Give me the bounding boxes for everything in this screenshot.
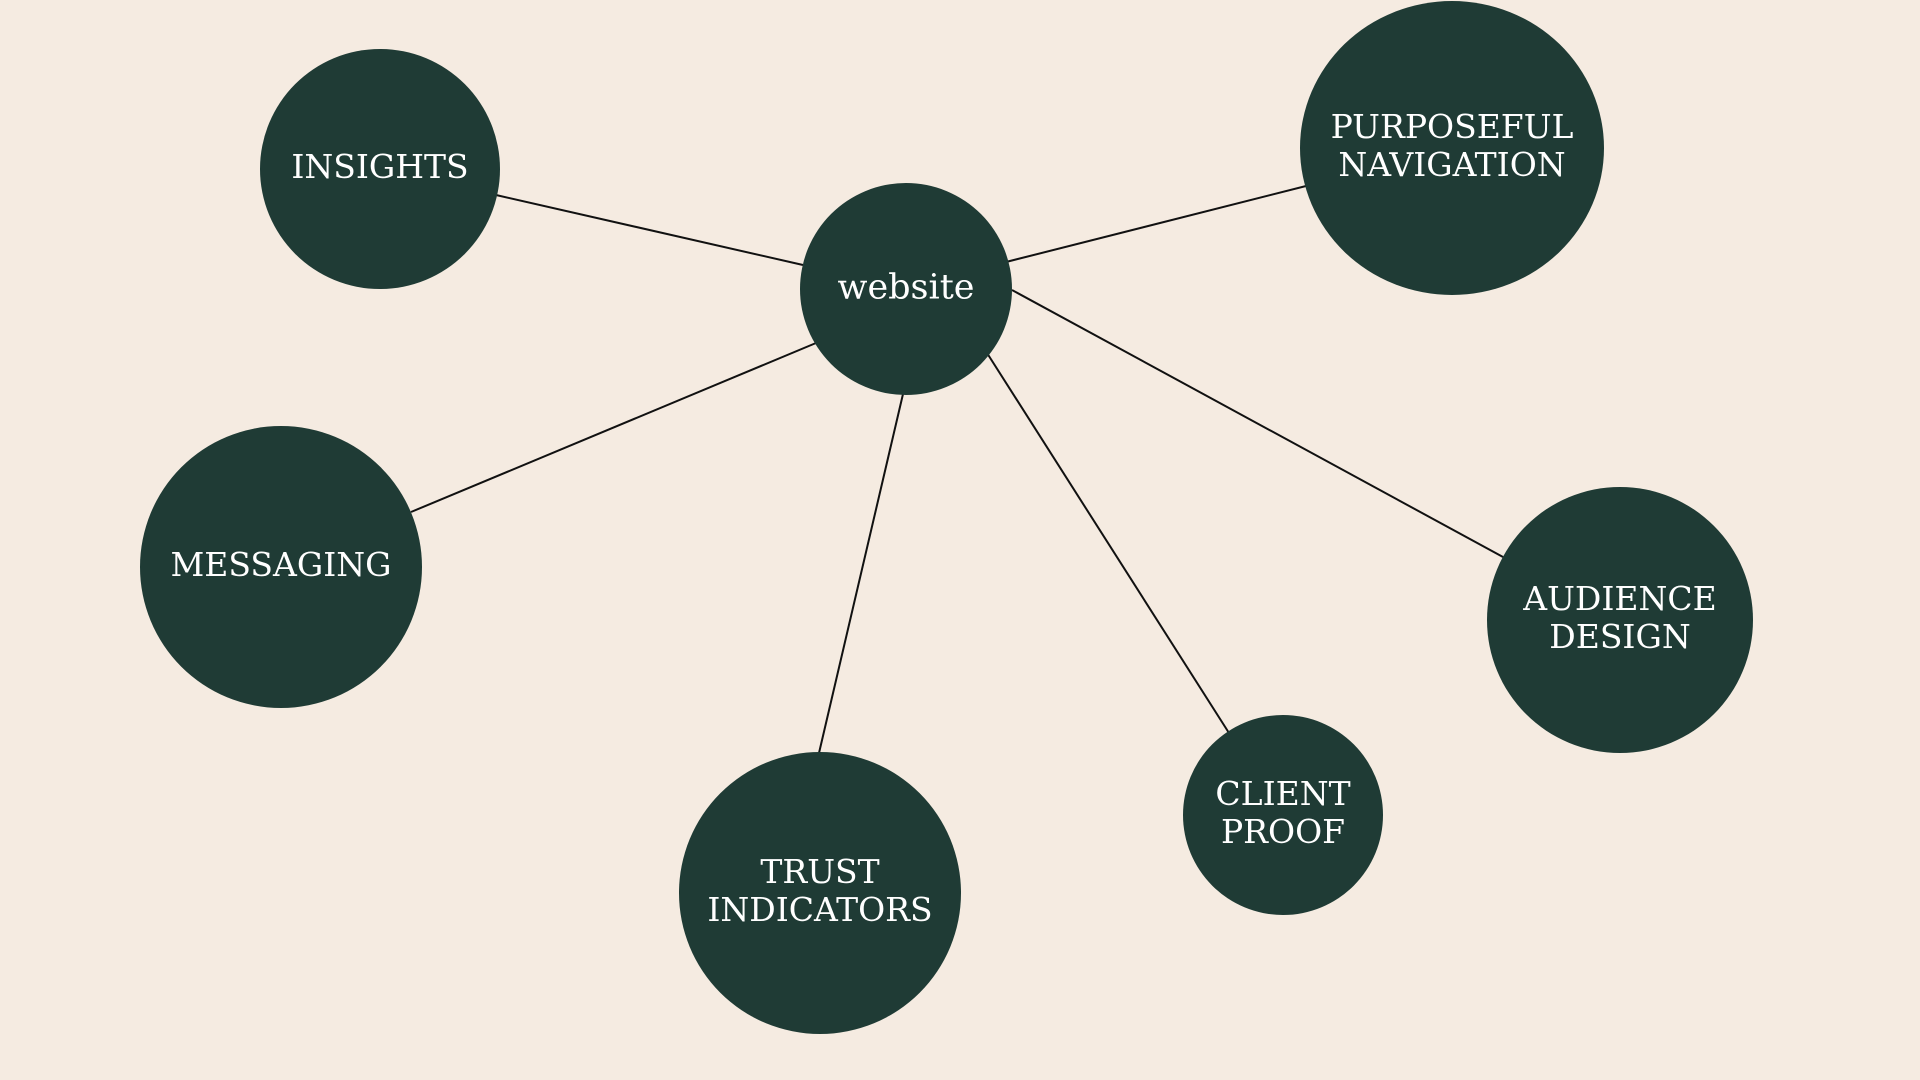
node-circle-insights bbox=[260, 49, 500, 289]
edge-website-messaging bbox=[410, 342, 817, 513]
node-label-client-proof-line-2: PROOF bbox=[1221, 812, 1345, 851]
edge-website-client-proof bbox=[986, 352, 1230, 734]
node-circle-trust-indicators bbox=[679, 752, 961, 1034]
center-node-label: website bbox=[837, 268, 974, 308]
edge-layer bbox=[410, 184, 1504, 754]
node-label-purposeful-navigation-line-2: NAVIGATION bbox=[1338, 145, 1565, 184]
node-circle-client-proof bbox=[1183, 715, 1383, 915]
node-label-trust-indicators-line-2: INDICATORS bbox=[707, 890, 932, 929]
node-label-insights: INSIGHTS bbox=[291, 147, 468, 186]
node-label-audience-design-line-1: AUDIENCE bbox=[1522, 579, 1716, 618]
node-insights: INSIGHTS bbox=[260, 49, 500, 289]
node-messaging: MESSAGING bbox=[140, 426, 422, 708]
edge-website-audience-design bbox=[1011, 289, 1504, 558]
node-circle-messaging bbox=[140, 426, 422, 708]
center-node: website bbox=[800, 183, 1012, 395]
center-node-circle bbox=[800, 183, 1012, 395]
node-label-purposeful-navigation-line-1: PURPOSEFUL bbox=[1331, 107, 1574, 146]
edge-website-trust-indicators bbox=[818, 393, 904, 754]
node-circle-audience-design bbox=[1487, 487, 1753, 753]
node-label-trust-indicators-line-1: TRUST bbox=[760, 852, 879, 891]
node-label-messaging: MESSAGING bbox=[171, 545, 392, 584]
edge-website-insights bbox=[495, 194, 804, 266]
node-label-audience-design-line-2: DESIGN bbox=[1549, 617, 1690, 656]
node-circle-purposeful-navigation bbox=[1300, 1, 1604, 295]
edge-website-purposeful-navigation bbox=[1005, 184, 1311, 263]
node-label-client-proof-line-1: CLIENT bbox=[1215, 774, 1350, 813]
